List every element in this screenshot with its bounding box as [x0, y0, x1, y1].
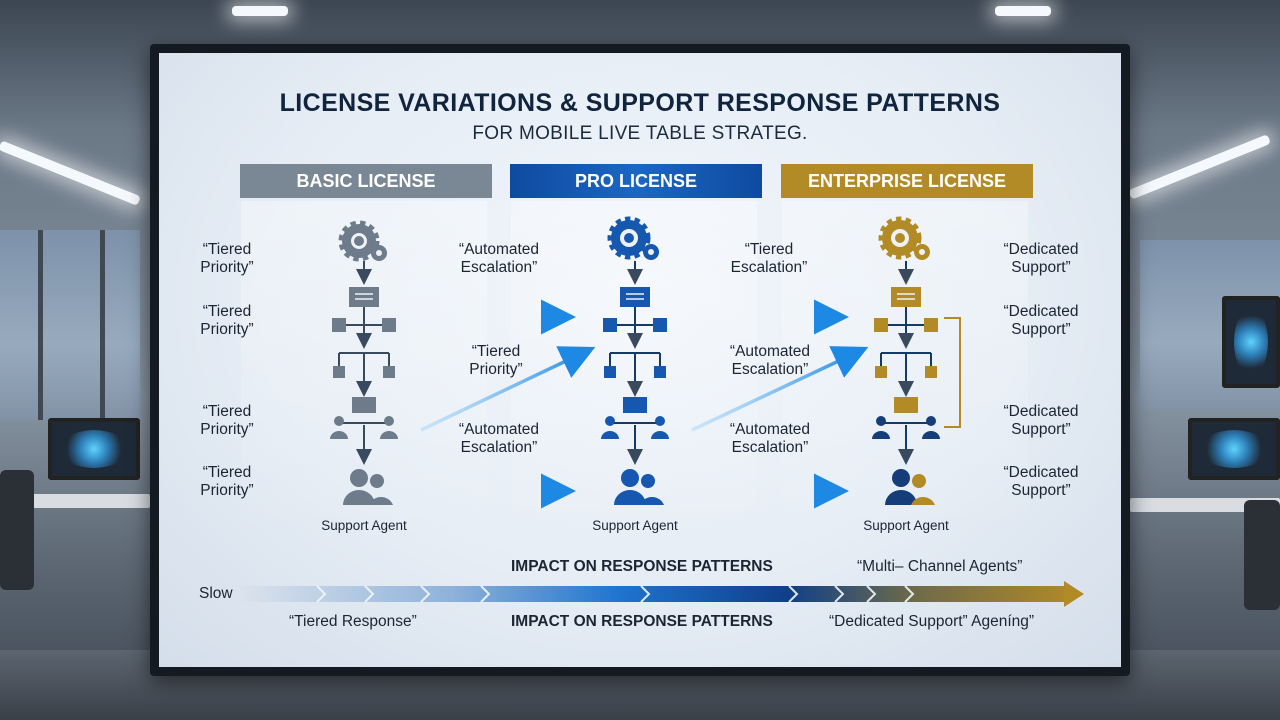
- background-monitor: [48, 418, 140, 480]
- node-icon: [924, 318, 938, 332]
- pro-flow: [601, 216, 669, 505]
- node-icon: [382, 318, 396, 332]
- bar-top-center-label: IMPACT ON RESPONSE PATTERNS: [511, 558, 773, 575]
- window-frame: [38, 230, 43, 420]
- office-chair: [0, 470, 34, 590]
- enterprise-bracket: [944, 317, 961, 428]
- ceiling-light: [232, 6, 288, 16]
- annotation-basic-pro: “Tiered Priority”: [469, 343, 523, 378]
- background-monitor: [1188, 418, 1280, 480]
- annotation-pro-enterprise: “Tiered Escalation”: [730, 241, 808, 276]
- annotation-basic-pro: “Automated Escalation”: [458, 421, 540, 456]
- support-agent-label-basic: Support Agent: [321, 518, 407, 533]
- document-icon: [349, 287, 379, 307]
- page-title: LICENSE VARIATIONS & SUPPORT RESPONSE PA…: [279, 89, 1001, 117]
- gear-icon: [607, 216, 659, 260]
- annotation-enterprise-right: “Dedicated Support”: [1003, 241, 1079, 276]
- ceiling-light: [1128, 134, 1271, 200]
- gear-icon: [338, 220, 387, 262]
- user-pair-icon: [330, 416, 398, 439]
- window: [0, 230, 140, 420]
- support-agent-label-pro: Support Agent: [592, 518, 678, 533]
- node-icon: [874, 318, 888, 332]
- basic-license-header: BASIC LICENSE: [240, 164, 492, 198]
- basic-flow: [330, 220, 398, 505]
- support-agent-icon: [614, 469, 664, 505]
- annotation-basic-pro: “Automated Escalation”: [458, 241, 540, 276]
- node-icon: [875, 366, 887, 378]
- user-pair-icon: [601, 416, 669, 439]
- annotation-enterprise-right: “Dedicated Support”: [1003, 403, 1079, 438]
- user-pair-icon: [872, 416, 940, 439]
- ceiling-light: [0, 140, 141, 206]
- display-screen: LICENSE VARIATIONS & SUPPORT RESPONSE PA…: [159, 53, 1121, 667]
- support-agent-icon: [885, 469, 935, 505]
- enterprise-license-header: ENTERPRISE LICENSE: [781, 164, 1033, 198]
- support-agent-label-enterprise: Support Agent: [863, 518, 949, 533]
- node-icon: [654, 366, 666, 378]
- annotation-basic-left: “Tiered Priority”: [200, 464, 254, 499]
- node-icon: [925, 366, 937, 378]
- background-monitor: [1222, 296, 1280, 388]
- node-icon: [383, 366, 395, 378]
- page-subtitle: FOR MOBILE LIVE TABLE STRATEG.: [472, 123, 808, 144]
- annotation-basic-left: “Tiered Priority”: [200, 403, 254, 438]
- bar-bottom-left-label: “Tiered Response”: [289, 613, 417, 630]
- document-icon: [623, 397, 647, 413]
- bar-start-label: Slow: [199, 585, 233, 602]
- support-agent-icon: [343, 469, 393, 505]
- bar-bottom-center-label: IMPACT ON RESPONSE PATTERNS: [511, 613, 773, 630]
- arrow-basic-to-pro-diagonal: [420, 346, 596, 432]
- annotation-basic-left: “Tiered Priority”: [200, 303, 254, 338]
- office-chair: [1244, 500, 1280, 610]
- ceiling-light: [995, 6, 1051, 16]
- flow-diagram: [241, 216, 1084, 607]
- annotation-basic-left: “Tiered Priority”: [200, 241, 254, 276]
- pro-license-header: PRO LICENSE: [510, 164, 762, 198]
- flow-arrows: [420, 299, 869, 509]
- node-icon: [653, 318, 667, 332]
- annotation-enterprise-right: “Dedicated Support”: [1003, 464, 1079, 499]
- node-icon: [603, 318, 617, 332]
- node-icon: [604, 366, 616, 378]
- enterprise-flow: [872, 216, 961, 505]
- gear-icon: [878, 216, 930, 260]
- document-icon: [891, 287, 921, 307]
- bar-bottom-right-label: “Dedicated Support” Ageníng”: [829, 613, 1035, 630]
- window-frame: [100, 230, 105, 420]
- document-icon: [620, 287, 650, 307]
- document-icon: [352, 397, 376, 413]
- response-speed-bar: [241, 581, 1084, 607]
- desk: [1130, 498, 1280, 512]
- annotation-pro-enterprise: “Automated Escalation”: [729, 421, 811, 456]
- arrow-pro-to-enterprise-diagonal: [691, 346, 869, 432]
- desk: [0, 494, 150, 508]
- document-icon: [894, 397, 918, 413]
- bar-top-right-label: “Multi– Channel Agents”: [857, 558, 1023, 575]
- node-icon: [332, 318, 346, 332]
- node-icon: [333, 366, 345, 378]
- annotation-pro-enterprise: “Automated Escalation”: [729, 343, 811, 378]
- annotation-enterprise-right: “Dedicated Support”: [1003, 303, 1079, 338]
